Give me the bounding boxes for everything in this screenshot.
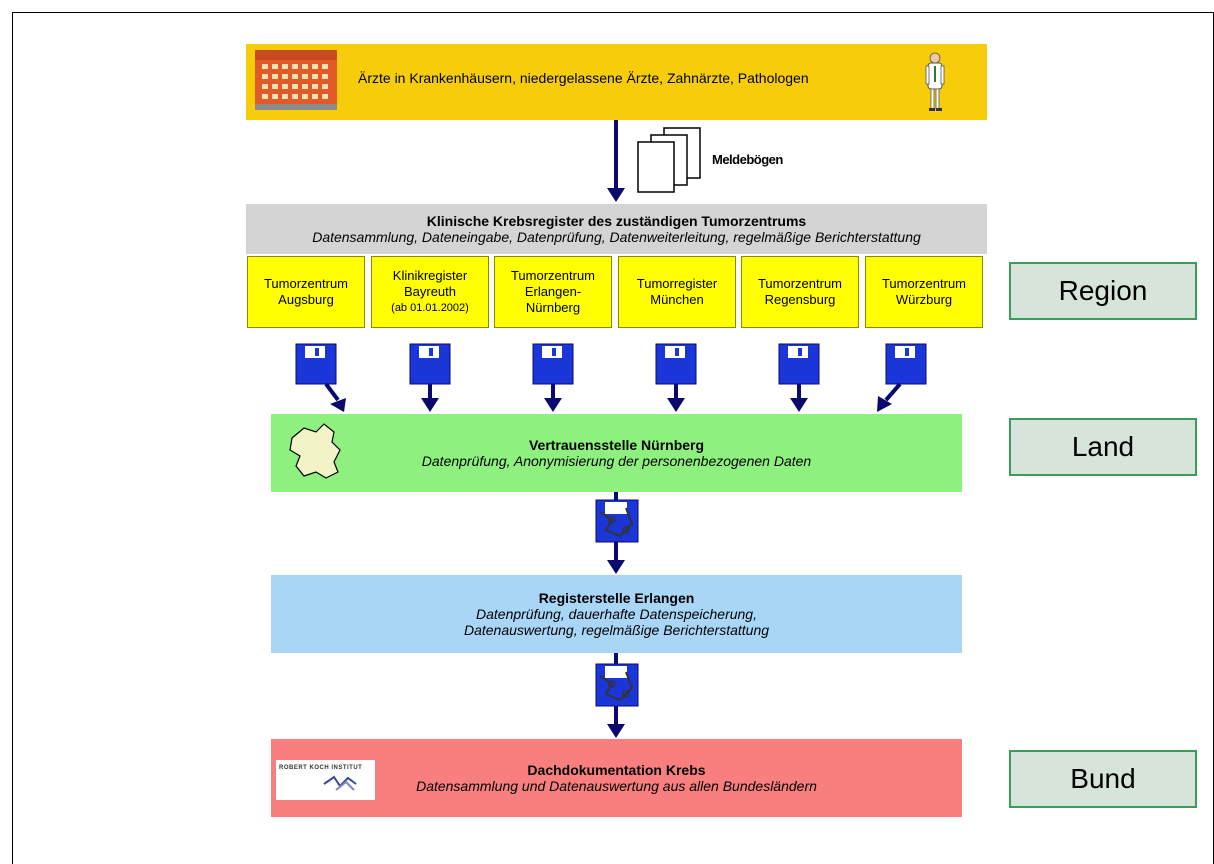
center-line: Tumorzentrum [881,276,967,291]
registry-line1: Datenprüfung, dauerhafte Datenspeicherun… [476,606,757,622]
clinical-registers-band: Klinische Krebsregister des zuständigen … [246,204,987,254]
forms-label: Meldebögen [712,152,783,167]
center-line: Tumorzentrum [510,268,596,283]
center-line: Tumorregister [636,276,718,291]
registry-title: Registerstelle Erlangen [538,590,695,606]
level-land: Land [1009,418,1197,476]
disk-icon [532,343,574,385]
registry-line2: Datenauswertung, regelmäßige Berichterst… [463,622,770,638]
trust-center-band: Vertrauensstelle Nürnberg Datenprüfung, … [271,414,962,492]
clinical-subtitle: Datensammlung, Dateneingabe, Datenprüfun… [312,229,921,245]
hospital-icon [255,50,337,110]
center-line: Tumorzentrum [263,276,349,291]
trust-subtitle: Datenprüfung, Anonymisierung der persone… [421,453,812,469]
rki-logo-text: ROBERT KOCH INSTITUT [279,765,363,771]
trust-title: Vertrauensstelle Nürnberg [528,437,705,453]
disk-arrows [295,343,927,412]
center-line: Würzburg [895,292,953,307]
level-region: Region [1009,262,1197,320]
center-line: (ab 01.01.2002) [391,302,469,314]
doctors-text: Ärzte in Krankenhäusern, niedergelassene… [358,70,809,86]
encrypted-disk-icon [595,663,639,707]
center-line: Tumorzentrum [757,276,843,291]
center-box-erlangen-nuernberg: Tumorzentrum Erlangen- Nürnberg [494,256,612,328]
center-line: Regensburg [764,292,836,307]
disk-icon [409,343,451,385]
rki-logo-mark-icon [323,775,357,791]
federal-subtitle: Datensammlung und Datenauswertung aus al… [416,778,817,794]
center-box-augsburg: Tumorzentrum Augsburg [247,256,365,328]
center-line: Erlangen- [524,284,582,299]
federal-band: Dachdokumentation Krebs Datensammlung un… [271,739,962,817]
center-box-bayreuth: Klinikregister Bayreuth (ab 01.01.2002) [371,256,489,328]
level-bund: Bund [1009,750,1197,808]
disk-icon [885,343,927,385]
center-line: Klinikregister [392,268,468,283]
doctors-band [246,44,987,120]
doctor-icon [925,52,945,111]
center-box-wuerzburg: Tumorzentrum Würzburg [865,256,983,328]
center-line: München [650,292,704,307]
disk-icon [655,343,697,385]
forms-icon [637,127,701,193]
encrypted-disk-icon [595,499,639,543]
center-line: Augsburg [278,292,334,307]
center-line: Bayreuth [403,284,457,299]
registry-band: Registerstelle Erlangen Datenprüfung, da… [271,575,962,653]
disk-icon [778,343,820,385]
center-box-muenchen: Tumorregister München [618,256,736,328]
disk-icon [295,343,337,385]
clinical-title: Klinische Krebsregister des zuständigen … [426,213,807,229]
federal-title: Dachdokumentation Krebs [527,762,706,778]
rki-logo: ROBERT KOCH INSTITUT [276,760,375,800]
center-box-regensburg: Tumorzentrum Regensburg [741,256,859,328]
center-line: Nürnberg [525,300,581,315]
